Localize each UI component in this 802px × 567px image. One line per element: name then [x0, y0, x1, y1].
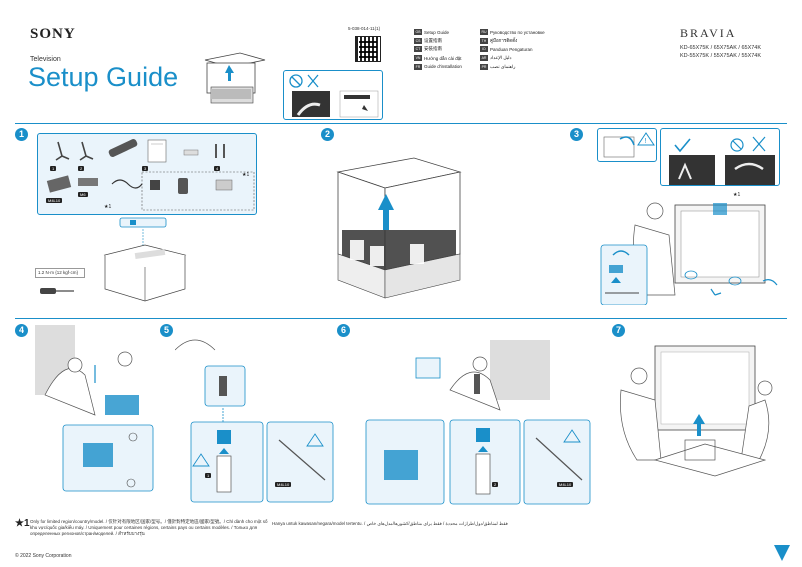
brand-logo: SONY	[30, 26, 76, 42]
step-number: 1	[15, 128, 28, 141]
part-label: 3	[142, 166, 149, 171]
step-number: 3	[570, 128, 583, 141]
caution-panel: !	[597, 128, 657, 162]
warning-box	[283, 70, 383, 120]
stand-label: 1	[205, 473, 212, 478]
tv-lift-illustration	[600, 202, 778, 305]
copyright: © 2022 Sony Corporation	[15, 553, 72, 559]
second-stand-illustration	[365, 340, 591, 505]
tv-standing-illustration	[620, 345, 773, 477]
part-label: 1	[50, 166, 57, 171]
correct-incorrect-panel	[660, 128, 780, 186]
step-number: 2	[321, 128, 334, 141]
stand-attach-illustration	[35, 325, 154, 492]
optional-mark: ★1	[104, 204, 112, 210]
box-lift-illustration	[204, 52, 266, 104]
part-label: 4	[214, 166, 221, 171]
divider	[15, 123, 787, 124]
parts-panel: 1 2 3 4 M4L10 M6 ★1 ★1	[37, 133, 257, 215]
series-name: BRAVIA	[680, 26, 737, 40]
soundbar-box-illustration	[103, 217, 187, 302]
handling-comparison-illustration	[669, 136, 775, 185]
footnote-text-alt: Hanya untuk kawasan/negara/model tertent…	[272, 521, 508, 526]
torque-callout: 1.2 N·m {12 kgf·cm}	[35, 268, 85, 278]
remove-box-illustration	[336, 157, 462, 299]
screw-label: M4L10	[557, 482, 574, 487]
part-label: M6	[78, 192, 88, 197]
part-label: M4L10	[46, 198, 63, 203]
footnote-mark: ★1	[15, 518, 30, 529]
product-type: Television	[30, 56, 61, 63]
step-number: 4	[15, 324, 28, 337]
footnote-text: Only for limited region/country/model. /…	[30, 519, 268, 536]
model-line: KD-55X75K / 55X75AK / 55X74K	[680, 53, 762, 59]
qr-code[interactable]	[355, 36, 381, 62]
optional-mark: ★1	[733, 192, 741, 198]
torque-value: 1.2 N·m {12 kgf·cm}	[38, 270, 79, 275]
screwdriver-icon	[40, 288, 74, 294]
accessories-illustration	[46, 139, 255, 211]
stand-screw-illustration	[175, 339, 334, 503]
page-title: Setup Guide	[28, 62, 179, 92]
step-number: 7	[612, 324, 625, 337]
model-line: KD-65X75K / 65X75AK / 65X74K	[680, 45, 762, 51]
document-code: 5-038-014-11(1)	[348, 26, 381, 31]
optional-mark: ★1	[242, 172, 250, 178]
divider	[15, 318, 787, 319]
model-list: KD-65X75K / 65X75AK / 65X74K KD-55X75K /…	[680, 44, 790, 60]
step-number: 5	[160, 324, 173, 337]
caution-illustration: !	[603, 132, 655, 158]
prohibited-handling-illustration	[289, 74, 379, 118]
svg-text:!: !	[645, 138, 647, 145]
screw-label: M4L10	[275, 482, 292, 487]
page-corner-icon	[774, 545, 790, 561]
part-label: 2	[78, 166, 85, 171]
step-number: 6	[337, 324, 350, 337]
stand-label: 2	[492, 482, 499, 487]
